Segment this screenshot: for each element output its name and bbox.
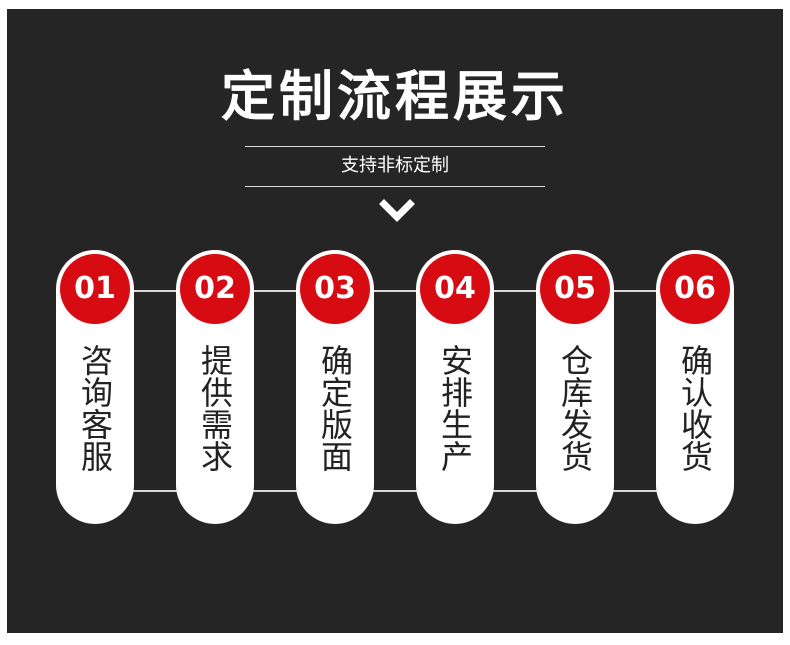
timeline-top-connector xyxy=(100,290,700,292)
step-label: 安排生产 xyxy=(436,344,474,472)
step-card-4: 04 安排生产 xyxy=(416,250,494,524)
step-number-badge: 03 xyxy=(300,254,370,324)
step-card-6: 06 确认收货 xyxy=(656,250,734,524)
step-card-5: 05 仓库发货 xyxy=(536,250,614,524)
step-label: 确定版面 xyxy=(316,344,354,472)
step-number-badge: 01 xyxy=(60,254,130,324)
subtitle-bottom-rule xyxy=(245,186,545,187)
step-number-badge: 04 xyxy=(420,254,490,324)
page-subtitle: 支持非标定制 xyxy=(341,155,449,176)
step-label: 确认收货 xyxy=(676,344,714,472)
step-card-2: 02 提供需求 xyxy=(176,250,254,524)
step-card-1: 01 咨询客服 xyxy=(56,250,134,524)
step-label: 咨询客服 xyxy=(76,344,114,472)
step-number-badge: 06 xyxy=(660,254,730,324)
process-panel xyxy=(7,9,783,633)
step-label: 仓库发货 xyxy=(556,344,594,472)
chevron-down-icon xyxy=(379,199,415,222)
page-title: 定制流程展示 xyxy=(221,65,569,128)
subtitle-top-rule xyxy=(245,146,545,147)
step-card-3: 03 确定版面 xyxy=(296,250,374,524)
step-number-badge: 02 xyxy=(180,254,250,324)
step-label: 提供需求 xyxy=(196,344,234,472)
timeline-bottom-connector xyxy=(100,490,700,492)
step-number-badge: 05 xyxy=(540,254,610,324)
